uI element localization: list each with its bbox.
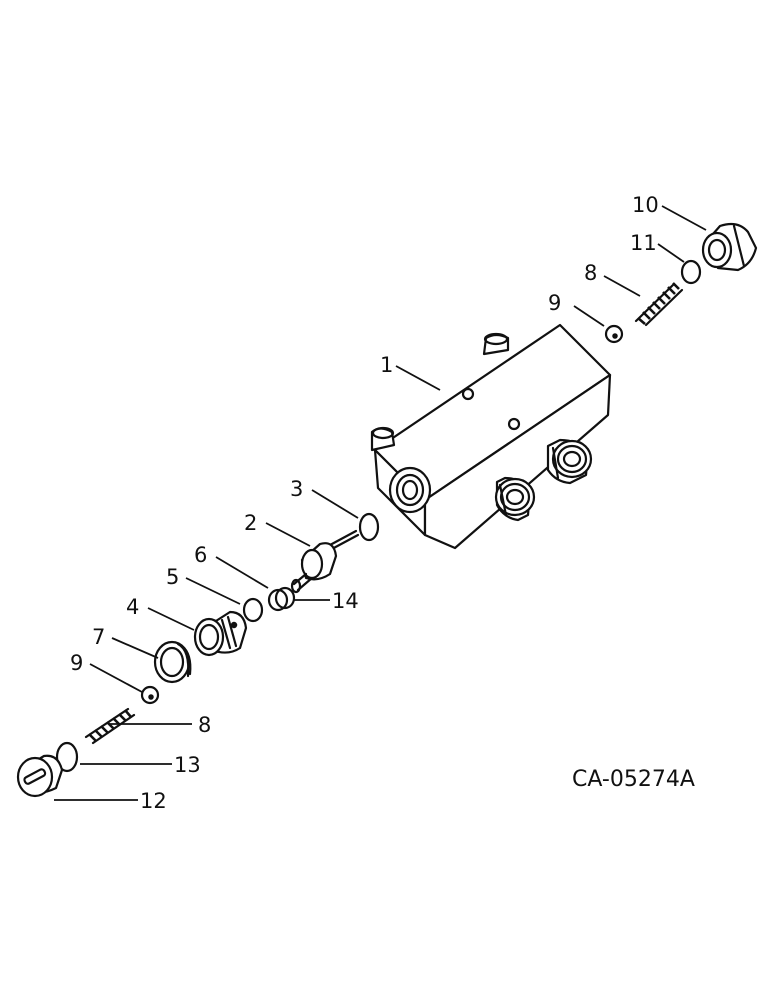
callout-2: 2 [244, 511, 257, 535]
callout-8-lower: 8 [198, 713, 211, 737]
side-port-fitting-back [546, 438, 593, 485]
drawing-reference-code: CA-05274A [572, 767, 695, 792]
callout-1: 1 [380, 353, 393, 377]
slotted-plug [16, 754, 64, 798]
leader-lines [54, 205, 707, 801]
spool-poppet [290, 529, 360, 594]
callout-4: 4 [126, 595, 139, 619]
callout-14: 14 [332, 589, 359, 613]
spring-lower [84, 707, 136, 745]
seal-rings-14 [267, 586, 296, 612]
valve-body [370, 323, 612, 550]
o-ring-upper [680, 259, 702, 285]
ring-5 [242, 597, 264, 623]
leader-2 [265, 522, 311, 547]
check-ball-upper [604, 324, 624, 344]
plug-fitting [701, 222, 758, 272]
spring-upper [634, 282, 684, 327]
callout-13: 13 [174, 753, 201, 777]
callout-labels: 10 11 8 9 1 3 2 6 14 5 4 7 9 8 13 12 [70, 193, 659, 813]
leader-4 [147, 607, 195, 631]
callout-10: 10 [632, 193, 659, 217]
callout-8-upper: 8 [584, 261, 597, 285]
callout-7: 7 [92, 625, 105, 649]
check-ball-lower [140, 685, 160, 705]
callout-5: 5 [166, 565, 179, 589]
leader-9-lower [89, 663, 143, 693]
leader-11 [657, 243, 685, 263]
threaded-nut [153, 640, 192, 684]
side-port-fitting-front [494, 476, 536, 522]
leader-7 [111, 637, 159, 659]
leader-5 [185, 577, 241, 605]
leader-3 [311, 489, 359, 519]
callout-11: 11 [630, 231, 657, 255]
leader-10 [661, 205, 707, 231]
leader-8-upper [603, 275, 641, 297]
leader-6 [215, 556, 269, 589]
leader-1 [395, 365, 441, 391]
sleeve [193, 610, 248, 657]
callout-12: 12 [140, 789, 167, 813]
o-ring-13 [55, 741, 79, 773]
callout-9-lower: 9 [70, 651, 83, 675]
leader-9-upper [573, 305, 605, 327]
o-ring-3 [358, 512, 380, 542]
callout-9-upper: 9 [548, 291, 561, 315]
callout-3: 3 [290, 477, 303, 501]
callout-6: 6 [194, 543, 207, 567]
